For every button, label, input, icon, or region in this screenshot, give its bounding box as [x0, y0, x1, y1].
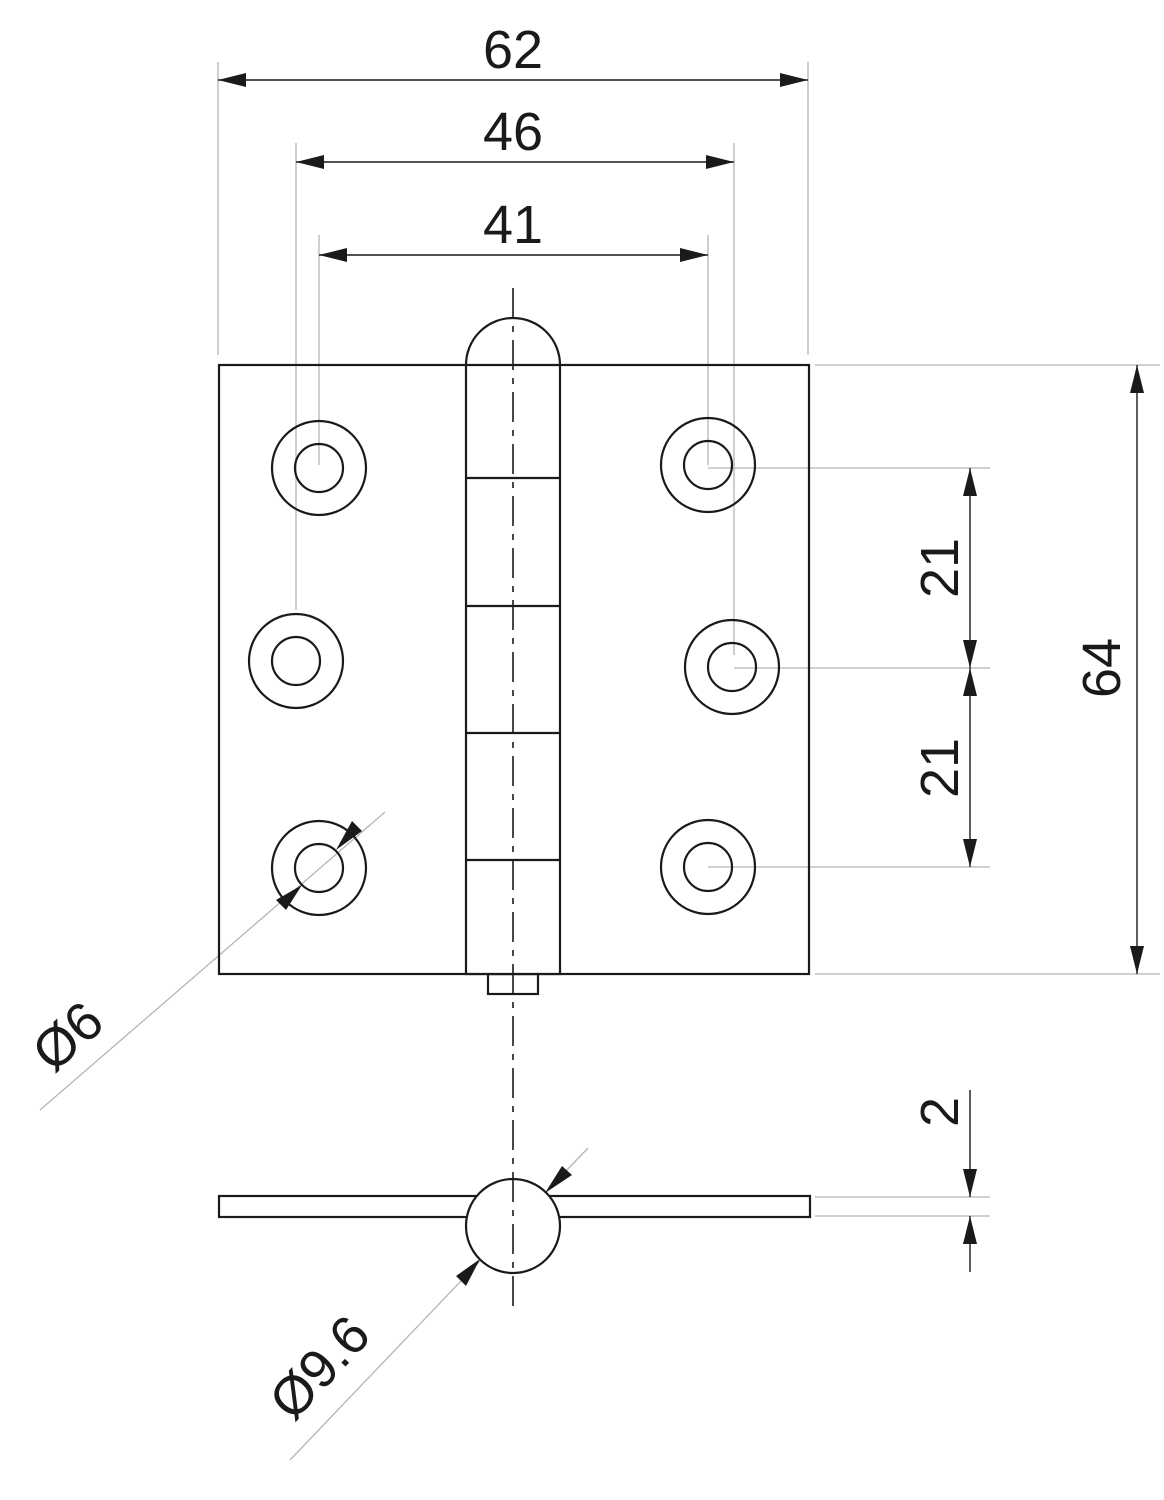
screw-hole-top-right	[659, 416, 757, 514]
dim-label-plate-thickness: 2	[910, 1097, 970, 1127]
arrow-icon	[706, 155, 734, 169]
hinge-knuckle	[464, 316, 562, 976]
leader-line-hole-diameter	[39, 811, 386, 1111]
arrow-icon	[296, 155, 324, 169]
arrow-icon	[963, 668, 977, 696]
arrow-icon	[336, 821, 362, 850]
arrow-icon	[545, 1166, 572, 1193]
screw-hole-top-left	[270, 419, 368, 517]
screw-hole-bottom-right	[659, 818, 757, 916]
dim-label-inner-pitch: 41	[483, 195, 543, 255]
arrow-icon	[680, 248, 708, 262]
arrow-icon	[963, 468, 977, 496]
arrow-icon	[218, 73, 246, 87]
arrow-icon	[963, 1216, 977, 1244]
arrow-icon	[963, 839, 977, 867]
dim-label-outer-pitch: 46	[483, 102, 543, 162]
dim-label-overall-width: 62	[483, 20, 543, 80]
arrow-icon	[1130, 365, 1144, 393]
screw-holes	[247, 416, 781, 917]
dim-label-knuckle-diameter: Ø9.6	[258, 1304, 382, 1431]
arrow-icon	[780, 73, 808, 87]
arrow-icon	[1130, 946, 1144, 974]
dim-label-hole-spacing-lower: 21	[910, 738, 970, 798]
arrow-icon	[963, 640, 977, 668]
screw-hole-middle-right	[683, 618, 781, 716]
dimension-labels: 62 46 41 64 21 21 2 Ø6 Ø9.6	[21, 20, 1132, 1431]
extension-lines	[39, 62, 1160, 1461]
dim-label-hole-spacing-upper: 21	[910, 538, 970, 598]
arrow-icon	[456, 1259, 480, 1286]
dim-label-overall-height: 64	[1072, 638, 1132, 698]
arrow-icon	[963, 1169, 977, 1197]
arrow-icon	[319, 248, 347, 262]
dim-label-hole-diameter: Ø6	[21, 990, 115, 1083]
arrow-icon	[276, 885, 302, 910]
dimension-lines	[218, 73, 1144, 1286]
hinge-end-view	[217, 1177, 812, 1275]
screw-hole-bottom-left	[270, 819, 368, 917]
screw-hole-middle-left	[247, 612, 345, 710]
